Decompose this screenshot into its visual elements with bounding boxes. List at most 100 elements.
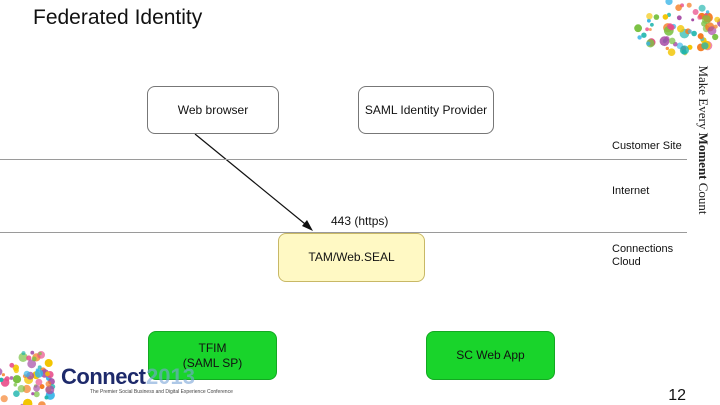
confetti-dot bbox=[662, 14, 669, 20]
confetti-dot bbox=[713, 24, 718, 29]
tfim-node: TFIM (SAML SP) bbox=[148, 331, 277, 380]
confetti-dot bbox=[659, 36, 670, 47]
confetti-dot bbox=[686, 2, 692, 8]
confetti-dot bbox=[33, 391, 40, 398]
port-label: 443 (https) bbox=[331, 214, 389, 228]
tagline-prefix: Make Every bbox=[696, 65, 711, 133]
confetti-dot bbox=[0, 368, 3, 376]
confetti-dot bbox=[26, 355, 32, 361]
confetti-dot bbox=[44, 359, 53, 367]
confetti-dot bbox=[687, 29, 693, 34]
web-browser-label: Web browser bbox=[177, 102, 249, 117]
connections-cloud-label: Connections Cloud bbox=[612, 243, 673, 269]
tam-webseal-label: TAM/Web.SEAL bbox=[308, 250, 395, 264]
confetti-dot bbox=[27, 359, 37, 369]
confetti-dot bbox=[38, 401, 46, 405]
confetti-dot bbox=[701, 42, 709, 50]
confetti-dot bbox=[33, 385, 40, 392]
confetti-dot bbox=[38, 351, 42, 356]
confetti-dot bbox=[31, 356, 37, 362]
internet-divider bbox=[0, 232, 687, 233]
web-browser-node: Web browser bbox=[147, 86, 279, 134]
confetti-dot bbox=[697, 33, 704, 40]
confetti-dot bbox=[45, 371, 50, 377]
slide-title: Federated Identity bbox=[33, 6, 203, 29]
confetti-dot bbox=[18, 352, 28, 362]
confetti-dot bbox=[34, 369, 44, 378]
customer-site-divider bbox=[0, 159, 687, 160]
confetti-dot bbox=[13, 390, 20, 398]
confetti-dot bbox=[653, 14, 660, 20]
confetti-dot bbox=[648, 28, 652, 31]
confetti-dot bbox=[667, 48, 676, 56]
confetti-dot bbox=[23, 370, 31, 378]
page-number: 12 bbox=[668, 387, 686, 404]
confetti-dot bbox=[9, 362, 15, 368]
tagline-bold: Moment bbox=[696, 132, 711, 180]
confetti-dot bbox=[650, 22, 654, 27]
confetti-dot bbox=[647, 18, 651, 23]
confetti-dot bbox=[641, 32, 647, 38]
confetti-dot bbox=[707, 26, 717, 36]
saml-idp-label: SAML Identity Provider bbox=[364, 102, 488, 117]
confetti-dot bbox=[637, 35, 642, 40]
confetti-dot bbox=[12, 375, 22, 384]
confetti-dot bbox=[701, 14, 711, 24]
tagline-suffix: Count bbox=[696, 179, 711, 215]
connect-logo-word: Connect bbox=[61, 364, 146, 389]
confetti-dot bbox=[665, 46, 669, 51]
confetti-dot bbox=[677, 25, 685, 33]
confetti-dot bbox=[45, 381, 52, 387]
confetti-dot bbox=[0, 377, 4, 382]
tam-webseal-node: TAM/Web.SEAL bbox=[278, 233, 425, 282]
confetti-dot bbox=[646, 41, 651, 46]
tfim-label-line1: TFIM bbox=[198, 340, 227, 355]
confetti-dot bbox=[705, 10, 710, 14]
connection-arrow bbox=[194, 133, 311, 229]
side-tagline: Make Every Moment Count bbox=[695, 65, 711, 214]
cloud-label-line2: Cloud bbox=[612, 256, 641, 268]
confetti-dot bbox=[37, 365, 42, 370]
confetti-dot bbox=[691, 30, 697, 37]
confetti-dot bbox=[675, 4, 682, 11]
confetti-dot bbox=[676, 15, 682, 21]
confetti-dot bbox=[13, 383, 18, 387]
confetti-dot bbox=[712, 33, 719, 41]
connect-logo-year: 2013 bbox=[146, 364, 195, 389]
confetti-dot bbox=[679, 45, 690, 55]
confetti-dot bbox=[668, 37, 676, 45]
confetti-dot bbox=[31, 392, 35, 396]
confetti-dot bbox=[667, 23, 674, 30]
confetti-dot bbox=[692, 9, 699, 15]
sc-webapp-label: SC Web App bbox=[456, 348, 525, 362]
confetti-dot bbox=[1, 373, 5, 377]
confetti-dot bbox=[691, 18, 695, 22]
confetti-dot bbox=[714, 16, 720, 23]
cloud-label-line1: Connections bbox=[612, 243, 674, 255]
confetti-dot bbox=[22, 384, 31, 394]
confetti-dot bbox=[645, 27, 649, 32]
confetti-dot bbox=[697, 15, 703, 20]
confetti-dot bbox=[35, 378, 43, 386]
customer-site-label: Customer Site bbox=[612, 140, 682, 152]
confetti-dot bbox=[21, 351, 26, 356]
confetti-dot bbox=[9, 376, 14, 380]
confetti-dot bbox=[39, 384, 45, 390]
tfim-label-line2: (SAML SP) bbox=[182, 355, 243, 370]
confetti-dot bbox=[13, 367, 19, 374]
confetti-dot bbox=[665, 0, 673, 6]
confetti-dot bbox=[646, 13, 653, 20]
confetti-dot bbox=[44, 395, 49, 400]
arrow-head bbox=[302, 220, 313, 231]
confetti-dot bbox=[698, 4, 706, 12]
confetti-dot bbox=[30, 350, 35, 355]
confetti-dot bbox=[17, 385, 26, 393]
saml-idp-node: SAML Identity Provider bbox=[358, 86, 494, 134]
sc-webapp-node: SC Web App bbox=[426, 331, 555, 380]
confetti-dot bbox=[23, 398, 33, 405]
confetti-dot bbox=[45, 385, 55, 395]
confetti-dot bbox=[634, 24, 642, 33]
confetti-dot bbox=[0, 395, 8, 403]
connect-logo-tagline: The Premier Social Business and Digital … bbox=[90, 389, 233, 395]
